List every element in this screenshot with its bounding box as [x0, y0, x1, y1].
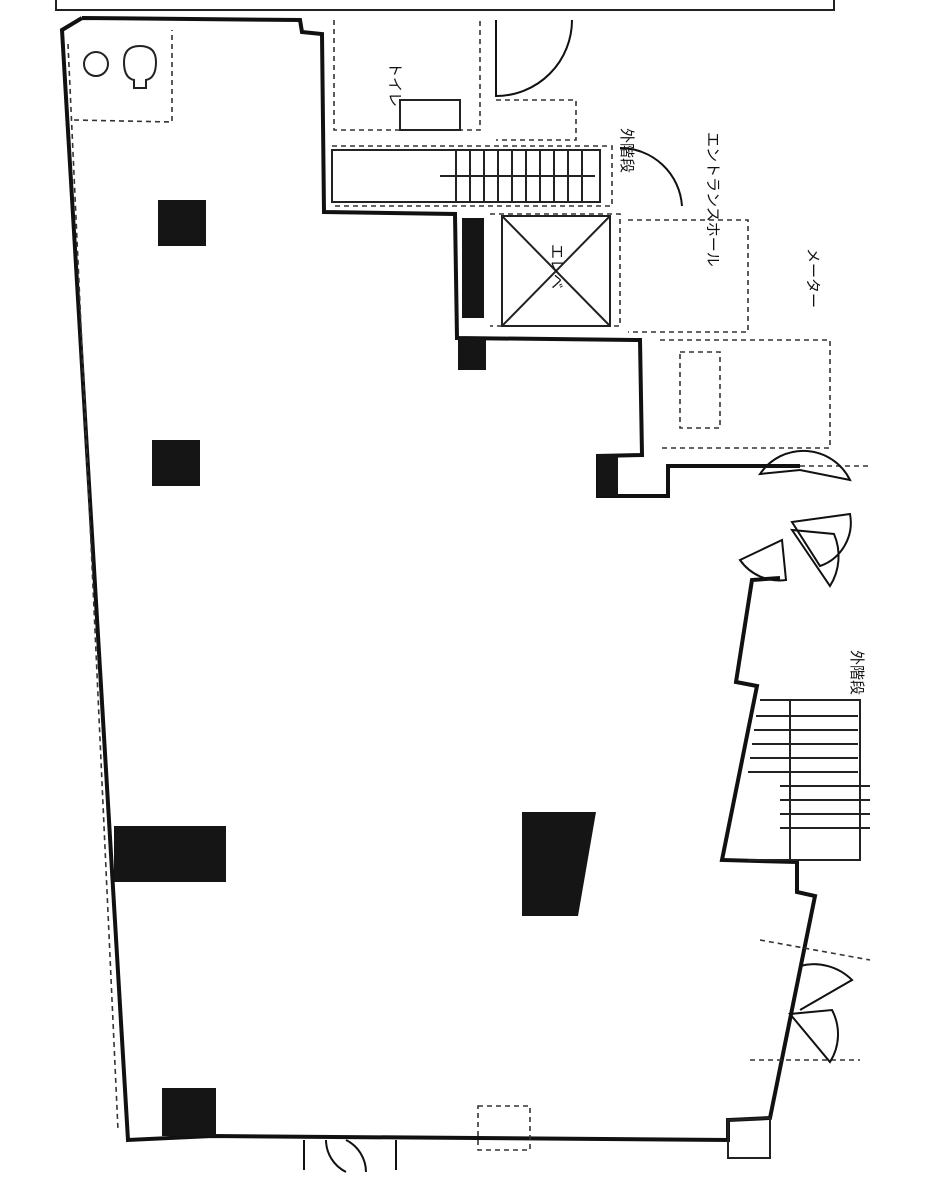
elevator-cross — [501, 215, 611, 327]
stair-flight-outline — [748, 699, 861, 861]
door-entrance-lower2 — [738, 538, 788, 582]
column — [158, 200, 206, 246]
toilet-icon — [122, 44, 158, 89]
outer-stairs-top-label: 外階段 — [618, 128, 636, 173]
restroom-label: トイレ — [386, 62, 404, 107]
door-entrance-lower3 — [789, 528, 840, 588]
sink-counter — [399, 99, 461, 131]
column — [114, 826, 226, 882]
core-partition — [332, 145, 613, 207]
column — [458, 338, 486, 370]
elevator-label: エレベ — [548, 244, 566, 289]
elevator-shaft — [501, 215, 611, 327]
right-boundary — [750, 465, 871, 1061]
column — [598, 454, 618, 496]
door-entrance-lower — [790, 512, 852, 568]
column — [522, 812, 596, 916]
column — [462, 218, 484, 318]
washbasin-icon — [83, 51, 109, 77]
hall-partition — [660, 339, 831, 449]
bottom-right-stub — [727, 1116, 771, 1159]
door-hall — [619, 146, 683, 207]
interior-partition — [73, 30, 173, 123]
hall-partition — [628, 219, 749, 333]
outer-stairs-right-label: 外階段 — [848, 650, 866, 695]
stair-flight-outline — [331, 149, 601, 203]
storage-partition — [496, 99, 577, 141]
sheet-border — [55, 0, 835, 11]
door-top-right — [495, 19, 573, 98]
door-bottom — [303, 1139, 397, 1173]
top-stairs — [331, 149, 601, 203]
restroom-fixtures — [83, 44, 461, 131]
entrance-hall-label: エントランスホール — [704, 132, 722, 267]
hall-fixture — [679, 351, 721, 429]
stair-treads — [748, 715, 870, 829]
door-right-lower — [788, 1008, 839, 1064]
meter-label: メーター — [804, 248, 822, 308]
column — [152, 440, 200, 486]
door-entrance-upper — [757, 449, 852, 482]
door-right-upper — [799, 963, 854, 1011]
interior-partition — [67, 43, 119, 1131]
storage-partition — [333, 20, 481, 131]
exterior-wall — [59, 16, 818, 1143]
column — [162, 1088, 216, 1136]
right-stairs — [748, 699, 870, 861]
bottom-stub — [477, 1105, 531, 1151]
